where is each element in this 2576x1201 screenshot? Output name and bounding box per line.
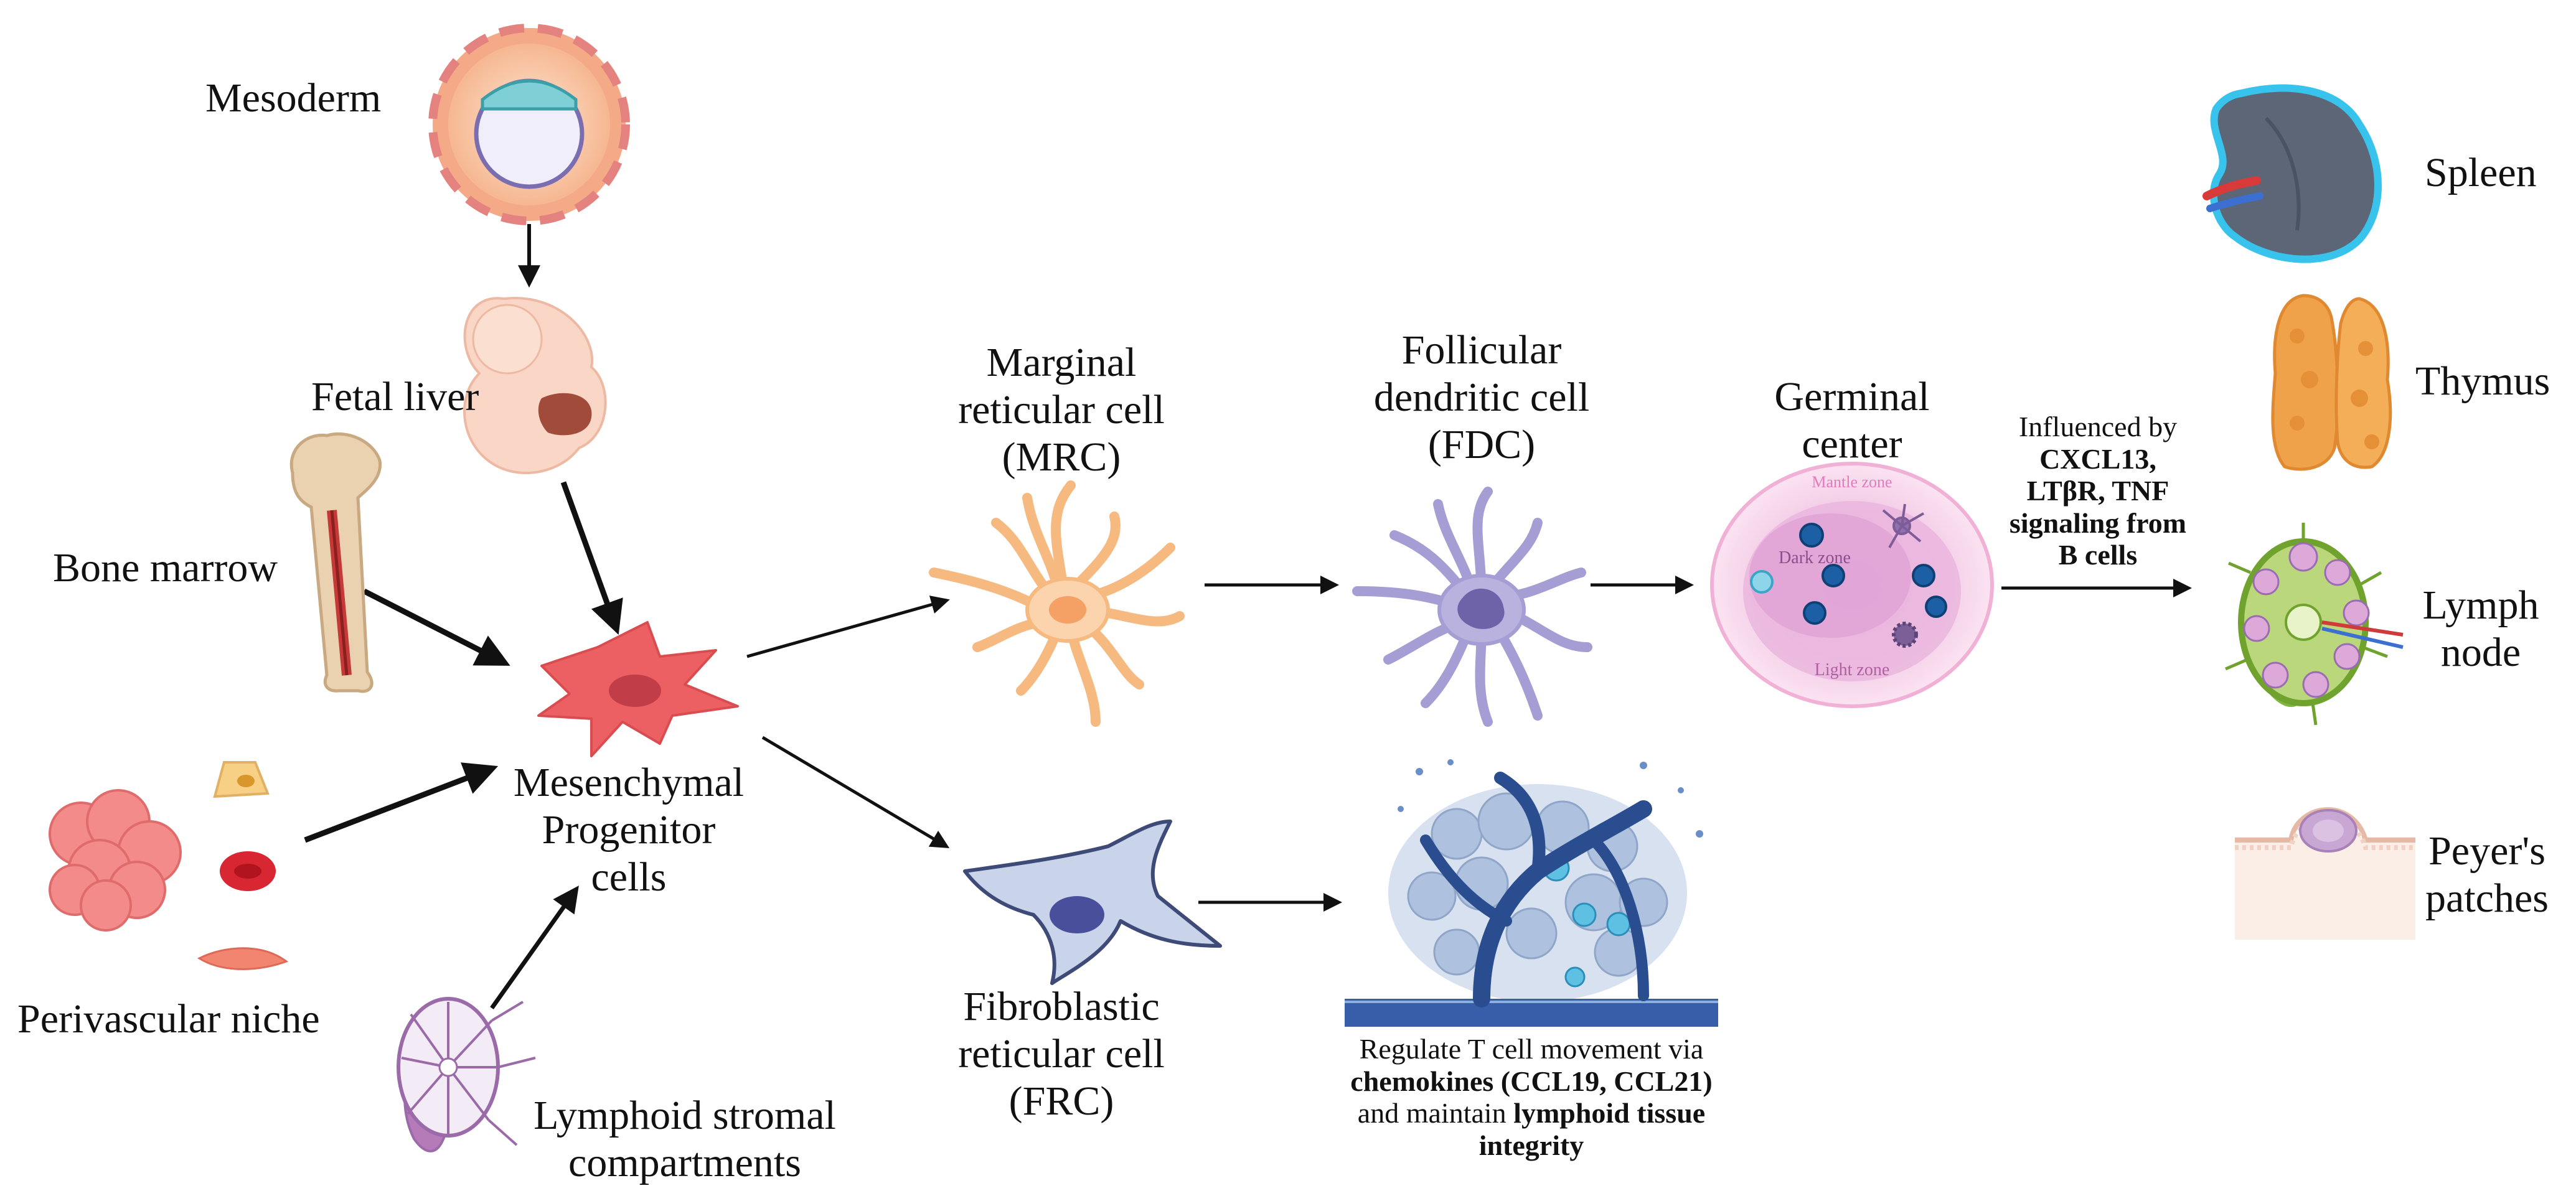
lymph-node-label-line2: node [2440,629,2521,675]
frc-function-text-line3a: and maintain [1357,1097,1514,1129]
germinal-center-illustration [1710,462,1994,708]
influence-text-line2: CXCL13, [2039,442,2156,475]
influence-text-line4: signaling from [2009,507,2187,539]
arrow-progenitor-to-frc [761,736,950,849]
lymphoid-stromal-label-line1: Lymphoid stromal [534,1093,836,1138]
thymus-label: Thymus [2415,358,2550,404]
germinal-center-label: Germinal center [1718,373,1986,468]
dark-zone-label: Dark zone [1779,548,1851,568]
frc-function-text-line2: chemokines (CCL19, CCL21) [1350,1065,1713,1097]
arrow-bone-marrow-to-progenitor [362,588,510,666]
frc-network-illustration [1345,759,1718,1027]
arrow-fetal-liver-to-progenitor [560,481,623,635]
lymphoid-stromal-label: Lymphoid stromal compartments [510,1092,859,1187]
germinal-center-label-line2: center [1802,421,1902,467]
peyers-patches-illustration [2235,807,2415,940]
influence-text-line3: LTβR, TNF [2026,475,2169,507]
frc-function-text: Regulate T cell movement via chemokines … [1301,1033,1762,1161]
mrc-label-line2: reticular cell [958,386,1165,432]
influence-text: Influenced by CXCL13, LTβR, TNF signalin… [1973,411,2222,571]
mrc-label: Marginal reticular cell (MRC) [921,339,1201,481]
lymph-node-label-line1: Lymph [2422,582,2539,628]
lymphoid-stromal-label-line2: compartments [568,1139,801,1185]
fdc-label-line3: (FDC) [1427,421,1536,467]
arrow-lymphoid-stromal-to-progenitor [490,886,579,1010]
fdc-cell-illustration [1352,487,1592,727]
lymph-node-label: Lymph node [2397,582,2565,676]
mrc-label-line1: Marginal [986,340,1137,385]
frc-cell-illustration [963,820,1222,985]
mrc-label-line3: (MRC) [1002,434,1121,480]
frc-label-line2: reticular cell [958,1030,1165,1077]
arrows [304,224,2192,1010]
peyers-patches-label: Peyer's patches [2403,828,2571,922]
influence-text-line1: Influenced by [2018,411,2178,442]
germinal-center-label-line1: Germinal [1774,374,1930,419]
fdc-label-line2: dendritic cell [1373,374,1590,420]
mesoderm-label: Mesoderm [205,75,382,121]
frc-function-text-line3: and maintain lymphoid tissue [1301,1097,1762,1129]
bone-marrow-label: Bone marrow [53,545,278,591]
arrow-perivascular-to-progenitor [304,762,499,843]
lymphoid-stromal-illustration [397,997,536,1152]
frc-label-line1: Fibroblastic [963,984,1160,1029]
spleen-label: Spleen [2425,150,2537,195]
bone-marrow-illustration [289,432,382,693]
light-zone-label: Light zone [1815,660,1890,680]
mesoderm-illustration [428,24,630,225]
frc-function-text-line4: integrity [1478,1129,1584,1161]
progenitor-label-line1: Mesenchymal [513,760,745,805]
fdc-label-line1: Follicular [1401,327,1562,373]
lymph-node-illustration [2225,523,2404,726]
peyers-patches-label-line1: Peyer's [2428,828,2545,874]
mesenchymal-progenitor-cell-illustration [537,621,739,757]
frc-label-line3: (FRC) [1008,1078,1114,1124]
fetal-liver-illustration [463,297,607,474]
frc-label: Fibroblastic reticular cell (FRC) [921,983,1201,1125]
progenitor-label-line2: Progenitor [542,806,716,853]
mantle-zone-label: Mantle zone [1812,473,1892,491]
mrc-cell-illustration [929,480,1185,727]
fetal-liver-label: Fetal liver [311,374,479,419]
perivascular-niche-label: Perivascular niche [17,996,320,1042]
perivascular-niche-illustration [49,761,289,970]
progenitor-label: Mesenchymal Progenitor cells [486,759,772,901]
fdc-label: Follicular dendritic cell (FDC) [1342,327,1622,469]
progenitor-label-line3: cells [591,854,667,900]
spleen-illustration [2202,84,2382,263]
thymus-illustration [2271,294,2392,471]
peyers-patches-label-line2: patches [2425,875,2549,921]
arrow-progenitor-to-mrc [746,596,950,658]
frc-function-text-line1: Regulate T cell movement via [1359,1033,1704,1065]
influence-text-line5: B cells [2058,539,2138,571]
frc-function-text-line3b: lymphoid tissue [1513,1097,1706,1129]
